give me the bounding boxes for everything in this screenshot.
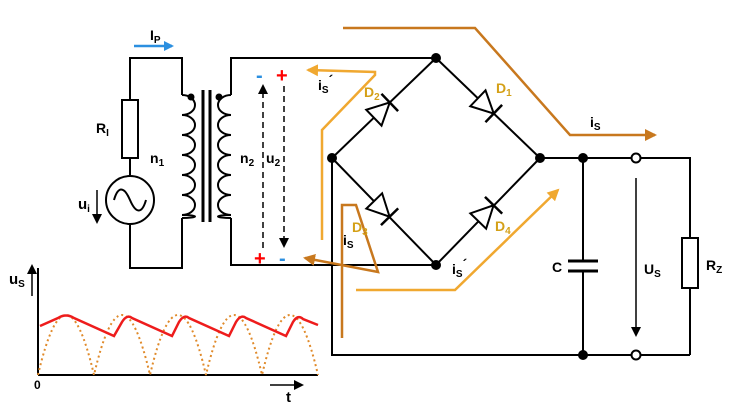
primary-coil bbox=[181, 94, 196, 219]
ac-sine-icon bbox=[113, 188, 147, 212]
waveform-graph: uS t 0 bbox=[9, 264, 319, 406]
primary-dot bbox=[187, 93, 195, 101]
label-is-low: iS bbox=[343, 232, 354, 251]
plus-top: + bbox=[276, 65, 288, 87]
label-is-mid: iS bbox=[590, 114, 601, 133]
minus-top: - bbox=[256, 65, 263, 87]
diode-d4 bbox=[468, 196, 504, 231]
label-d3: D3 bbox=[352, 219, 368, 238]
label-us: US bbox=[644, 261, 661, 280]
current-path-d2 bbox=[306, 64, 377, 240]
label-u2: u2 bbox=[266, 150, 281, 169]
label-is-top: iS´ bbox=[318, 72, 334, 96]
secondary-coil bbox=[217, 94, 232, 219]
secondary-circuit bbox=[217, 56, 691, 356]
output-terminals bbox=[630, 152, 642, 361]
ripple-wave bbox=[39, 314, 319, 338]
minus-bottom: - bbox=[279, 248, 286, 270]
primary-circuit bbox=[129, 57, 196, 269]
label-ri: RI bbox=[96, 120, 109, 139]
diode-d2 bbox=[364, 92, 399, 128]
label-n2: n2 bbox=[240, 150, 255, 169]
label-is-bottom: iS´ bbox=[452, 256, 468, 280]
diode-d3 bbox=[364, 191, 400, 226]
label-d4: D4 bbox=[495, 218, 511, 237]
label-ip: IP bbox=[150, 27, 161, 46]
graph-y-label: uS bbox=[9, 271, 25, 290]
plus-bottom: + bbox=[254, 248, 266, 270]
label-ui: ui bbox=[78, 196, 90, 215]
resistor-ri bbox=[121, 99, 139, 159]
current-path-d3-loop bbox=[303, 203, 380, 338]
label-d2: D2 bbox=[364, 84, 380, 103]
label-c: C bbox=[552, 259, 562, 275]
junction-dots bbox=[327, 53, 588, 360]
resistor-rz bbox=[681, 237, 699, 289]
rectified-wave bbox=[37, 314, 319, 376]
graph-origin-label: 0 bbox=[34, 378, 41, 392]
current-path-d1 bbox=[343, 26, 657, 141]
label-rz: RZ bbox=[706, 257, 722, 276]
label-n1: n1 bbox=[150, 150, 165, 169]
current-path-d4 bbox=[356, 188, 560, 292]
label-d1: D1 bbox=[496, 80, 512, 99]
graph-x-label: t bbox=[286, 389, 291, 406]
diode-d1 bbox=[468, 88, 503, 124]
